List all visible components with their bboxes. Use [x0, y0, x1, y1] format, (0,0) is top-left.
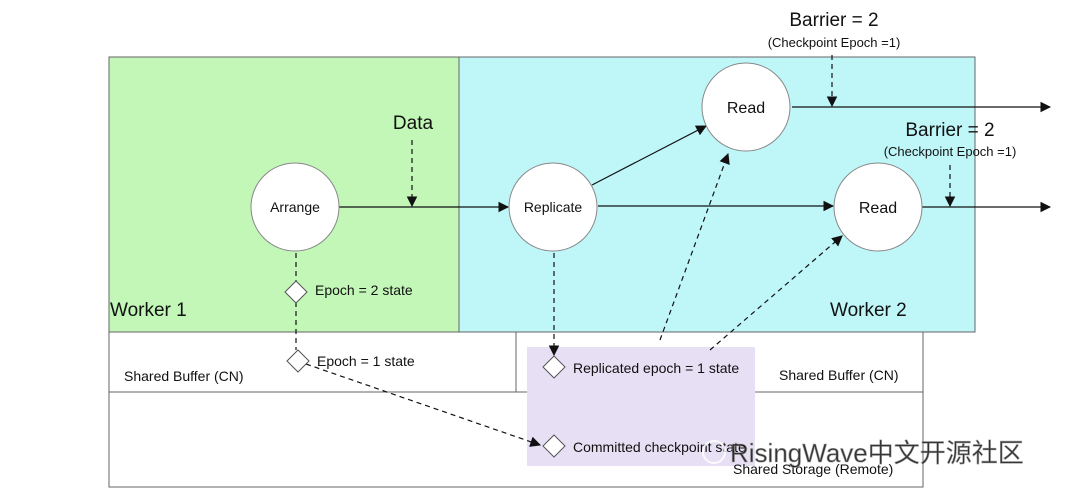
- shared-storage-label: Shared Storage (Remote): [733, 461, 893, 477]
- shared-buffer-right-label: Shared Buffer (CN): [779, 367, 899, 383]
- epoch1-state-label: Epoch = 1 state: [317, 353, 415, 369]
- committed-read-top-dashed: [659, 152, 730, 341]
- worker2-label: Worker 2: [830, 300, 907, 321]
- epoch2-state-diamond: [284, 280, 308, 304]
- committed-state-label: Committed checkpoint state: [573, 439, 746, 455]
- read-bottom-node: [833, 162, 923, 252]
- shared-storage-box: [108, 391, 924, 488]
- replicate-node-label: Replicate: [524, 199, 583, 215]
- edge-replicate-read-top: [591, 125, 707, 186]
- committed-state-diamond: [542, 434, 566, 458]
- read-top-node: [701, 62, 791, 152]
- replicated-state-label: Replicated epoch = 1 state: [573, 360, 739, 376]
- worker1-label: Worker 1: [110, 300, 187, 321]
- epoch1-state-diamond: [286, 349, 310, 373]
- watermark-text: RisingWave中文开源社区: [730, 438, 1024, 468]
- epoch2-state-label: Epoch = 2 state: [315, 282, 413, 298]
- watermark: RisingWave中文开源社区: [702, 438, 1024, 468]
- read-top-node-label: Read: [727, 100, 765, 117]
- arrange-node-label: Arrange: [270, 199, 320, 215]
- replicated-read-bottom-dashed: [709, 235, 843, 351]
- shared-buffer-left-label: Shared Buffer (CN): [124, 368, 244, 384]
- arrange-node: [250, 162, 340, 252]
- barrier-right-label: Barrier = 2: [905, 120, 994, 141]
- barrier-top-sub-label: (Checkpoint Epoch =1): [768, 35, 901, 50]
- data-label: Data: [393, 113, 434, 134]
- read-bottom-node-label: Read: [859, 200, 897, 217]
- replicated-state-diamond: [542, 355, 566, 379]
- barrier-right-sub-label: (Checkpoint Epoch =1): [884, 144, 1017, 159]
- barrier-top-label: Barrier = 2: [789, 10, 878, 31]
- replicate-node: [508, 162, 598, 252]
- wechat-icon: [702, 440, 726, 464]
